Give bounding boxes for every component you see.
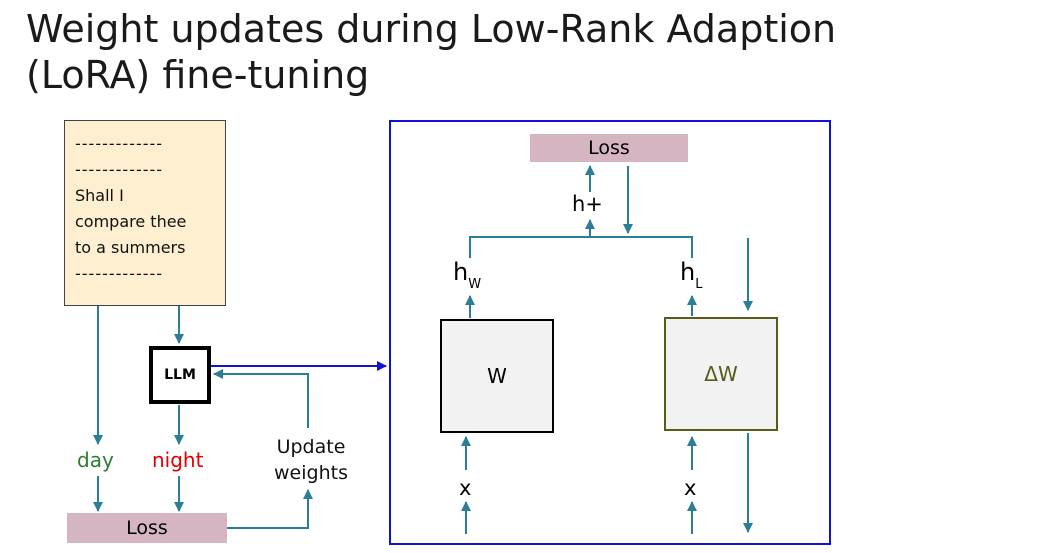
lora-output-h: h [680,258,696,286]
update-weights-label: Update weights [268,434,354,486]
title-line-1: Weight updates during Low-Rank Adaption [26,7,837,51]
w-weights-box: W [440,319,554,433]
llm-box: LLM [149,346,211,404]
input-x-label-w: x [459,476,472,500]
combined-output-label: h+ [572,192,603,216]
loss-right-label: Loss [588,137,630,159]
predicted-token-label: night [152,448,204,472]
w-output-sub: W [468,277,482,292]
lora-output-sub: L [695,277,703,292]
update-weights-line-1: Update [276,436,346,458]
combine-bar [469,236,693,258]
loss-box-left: Loss [67,513,227,543]
lora-output-label: hL [680,258,702,292]
loss-left-label: Loss [126,517,168,539]
prompt-line-6: ------------- [75,264,164,283]
update-weights-line-2: weights [274,462,348,484]
llm-label: LLM [164,367,196,383]
prompt-line-4: compare thee [75,212,187,231]
arrow-loss-to-update [227,489,313,529]
prompt-line-2: ------------- [75,160,164,179]
prompt-line-5: to a summers [75,238,186,257]
input-x-label-lora: x [684,476,697,500]
target-token-label: day [77,448,114,472]
w-output-label: hW [453,258,481,292]
delta-w-label: ΔW [704,362,738,386]
arrow-update-to-llm [213,369,309,428]
w-output-h: h [453,258,469,286]
prompt-document: ------------- ------------- Shall I comp… [64,120,226,306]
loss-box-right: Loss [530,134,688,162]
page-title: Weight updates during Low-Rank Adaption … [26,6,1046,98]
title-line-2: (LoRA) fine-tuning [26,53,370,97]
prompt-line-3: Shall I [75,186,124,205]
lora-panel-frame [389,120,831,545]
delta-w-box: ΔW [664,317,778,431]
prompt-line-1: ------------- [75,134,164,153]
w-box-label: W [487,364,507,388]
